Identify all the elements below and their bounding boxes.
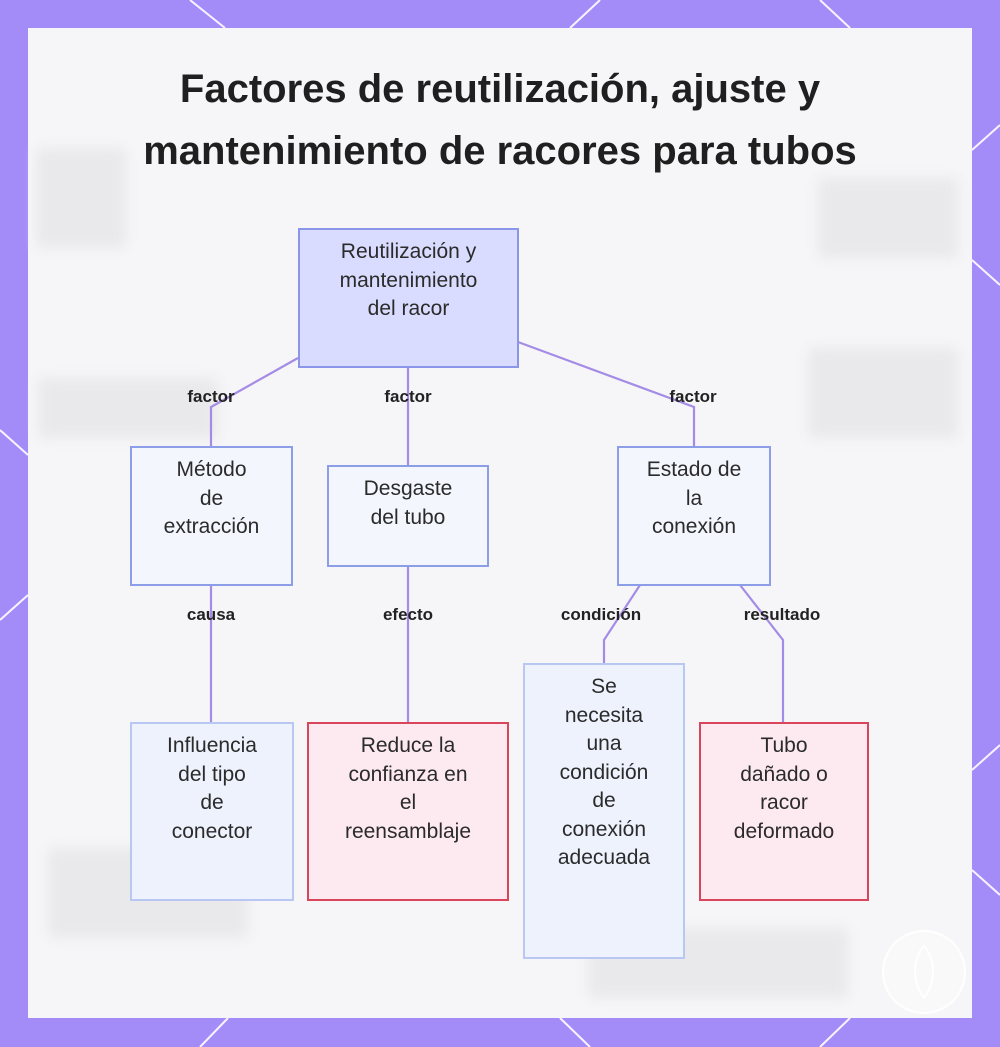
node-text: una [586,732,622,755]
node-text: la [685,486,703,510]
edge-label-factor: factor [384,387,432,406]
node-text: de [200,791,224,814]
edge-label-factor: factor [187,387,235,406]
node-text: conexión [651,515,737,538]
node-text: Influencia [167,734,257,757]
node-influencia-tipo-conector: Influencia del tipo de conector [130,722,294,901]
node-text: condición [559,760,649,784]
node-text: deformado [733,819,835,843]
edge-label-factor: factor [669,387,717,406]
node-text: conexión [561,817,647,841]
node-text: confianza en [348,762,468,786]
node-desgaste-tubo: Desgaste del tubo [327,465,489,567]
node-text: del tipo [178,762,246,786]
node-text: Desgaste [363,477,453,500]
node-text: Reutilización y [340,240,477,263]
node-text: extracción [163,515,260,538]
node-text: de [592,789,616,812]
node-text: del racor [367,297,450,320]
node-text: el [399,791,417,814]
node-estado-conexion: Estado de la conexión [617,446,771,586]
node-reduce-confianza: Reduce la confianza en el reensamblaje [307,722,509,901]
edge-label-resultado: resultado [743,605,821,624]
node-text: racor [760,791,808,814]
node-text: reensamblaje [344,819,472,843]
node-text: Método [176,458,247,481]
node-tubo-danado: Tubo dañado o racor deformado [699,722,869,901]
node-text: Se [591,675,617,698]
node-metodo-extraccion: Método de extracción [130,446,293,586]
node-text: Tubo [760,734,808,757]
watermark-logo [882,930,966,1014]
edge-label-efecto: efecto [382,605,434,624]
title-line-1: Factores de reutilización, ajuste y [179,67,821,111]
node-text: de [199,486,224,510]
leaf-icon [914,944,934,1000]
node-reutilizacion-mantenimiento: Reutilización y mantenimiento del racor [298,228,519,368]
edge-label-condicion: condición [560,605,642,624]
node-text: necesita [564,703,644,727]
node-text: mantenimiento [339,268,478,292]
node-text: adecuada [557,846,651,869]
node-text: del tubo [370,505,446,529]
node-text: conector [171,819,253,843]
node-text: dañado o [740,762,828,786]
node-text: Estado de [646,458,742,481]
node-condicion-adecuada: Se necesita una condición de conexión ad… [523,663,685,959]
node-text: Reduce la [360,734,456,757]
edge-label-causa: causa [186,605,236,624]
diagram-title: Factores de reutilización, ajuste y mant… [40,58,960,182]
title-line-2: mantenimiento de racores para tubos [143,129,857,173]
